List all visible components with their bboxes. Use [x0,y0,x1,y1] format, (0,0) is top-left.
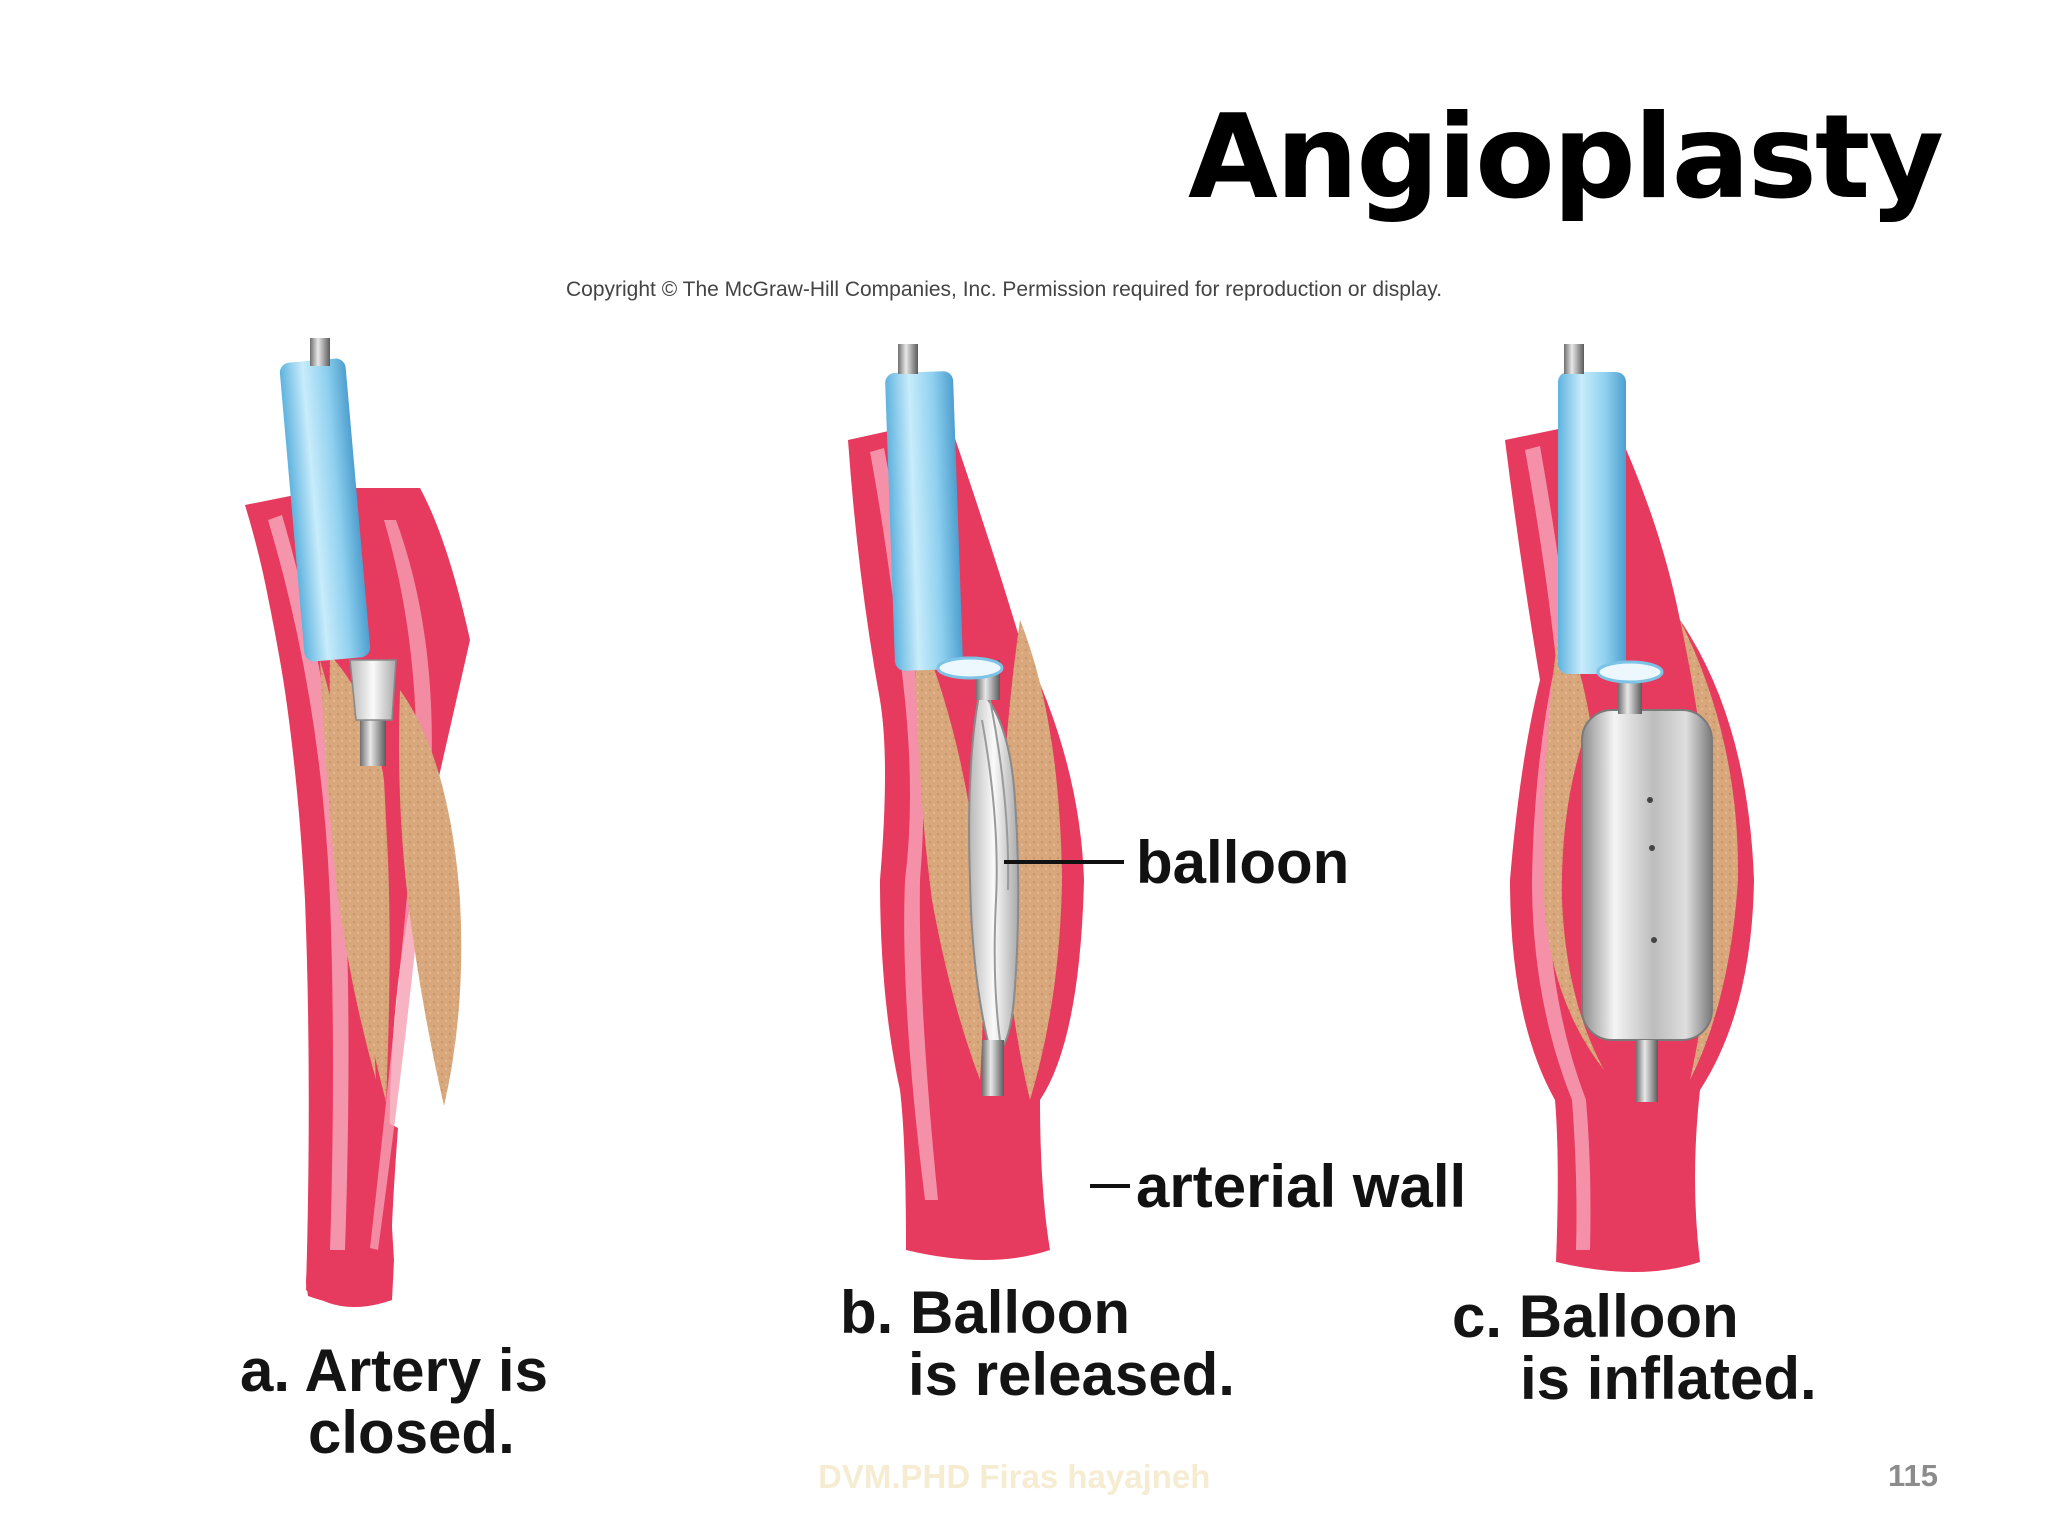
balloon-hole [1647,797,1653,803]
folded-balloon [968,687,1020,1051]
panel-c-caption: c. Balloon is inflated. [1452,1286,1817,1410]
artery-highlight [870,448,938,1200]
catheter-tip [360,720,386,766]
catheter-opening [1596,660,1664,684]
slide-title: Angioplasty [1187,90,1944,225]
balloon-hole [1651,937,1657,943]
balloon-released-panel [848,344,1130,1260]
balloon-label: balloon [1136,829,1350,896]
panel-a-line1: Artery is [304,1337,548,1404]
panel-b-letter: b. [840,1279,894,1346]
artery-highlight [268,515,349,1250]
catheter [279,358,371,662]
plaque [1680,620,1739,1080]
balloon-inflated-panel [1505,344,1754,1272]
panel-a-letter: a. [240,1337,291,1404]
copyright-notice: Copyright © The McGraw-Hill Companies, I… [566,278,1443,301]
panel-b-line1: Balloon [910,1279,1130,1346]
catheter [1558,372,1626,674]
page-number: 115 [1887,1458,1938,1493]
inflated-balloon [1581,709,1713,1041]
guidewire [898,344,918,374]
catheter [885,371,963,671]
balloon-fold-lines [981,699,1010,1041]
balloon-hole [1649,845,1655,851]
guidewire [1564,344,1584,374]
panel-c-line1: Balloon [1518,1283,1739,1350]
panel-c-line2: is inflated. [1520,1345,1817,1412]
arterial-wall-label: arterial wall [1136,1153,1467,1220]
panel-b-line2: is released. [908,1341,1235,1408]
plaque [915,620,984,1080]
catheter-tip [1636,1040,1658,1102]
footer-author: DVM.PHD Firas hayajneh [818,1458,1211,1495]
artery-closed-panel [245,338,470,1308]
artery-highlight [1525,446,1591,1250]
plaque [1543,620,1604,1070]
plaque [329,655,390,1102]
catheter-cone [349,659,397,721]
plaque [399,690,462,1106]
panel-a-caption: a. Artery is closed. [240,1340,548,1464]
guidewire [310,338,330,366]
artery-highlight [370,520,432,1250]
catheter-tip [982,1040,1004,1096]
panel-b-caption: b. Balloon is released. [840,1282,1235,1406]
panel-a-line2: closed. [308,1399,515,1466]
catheter-opening [936,656,1004,680]
panel-c-letter: c. [1452,1283,1503,1350]
